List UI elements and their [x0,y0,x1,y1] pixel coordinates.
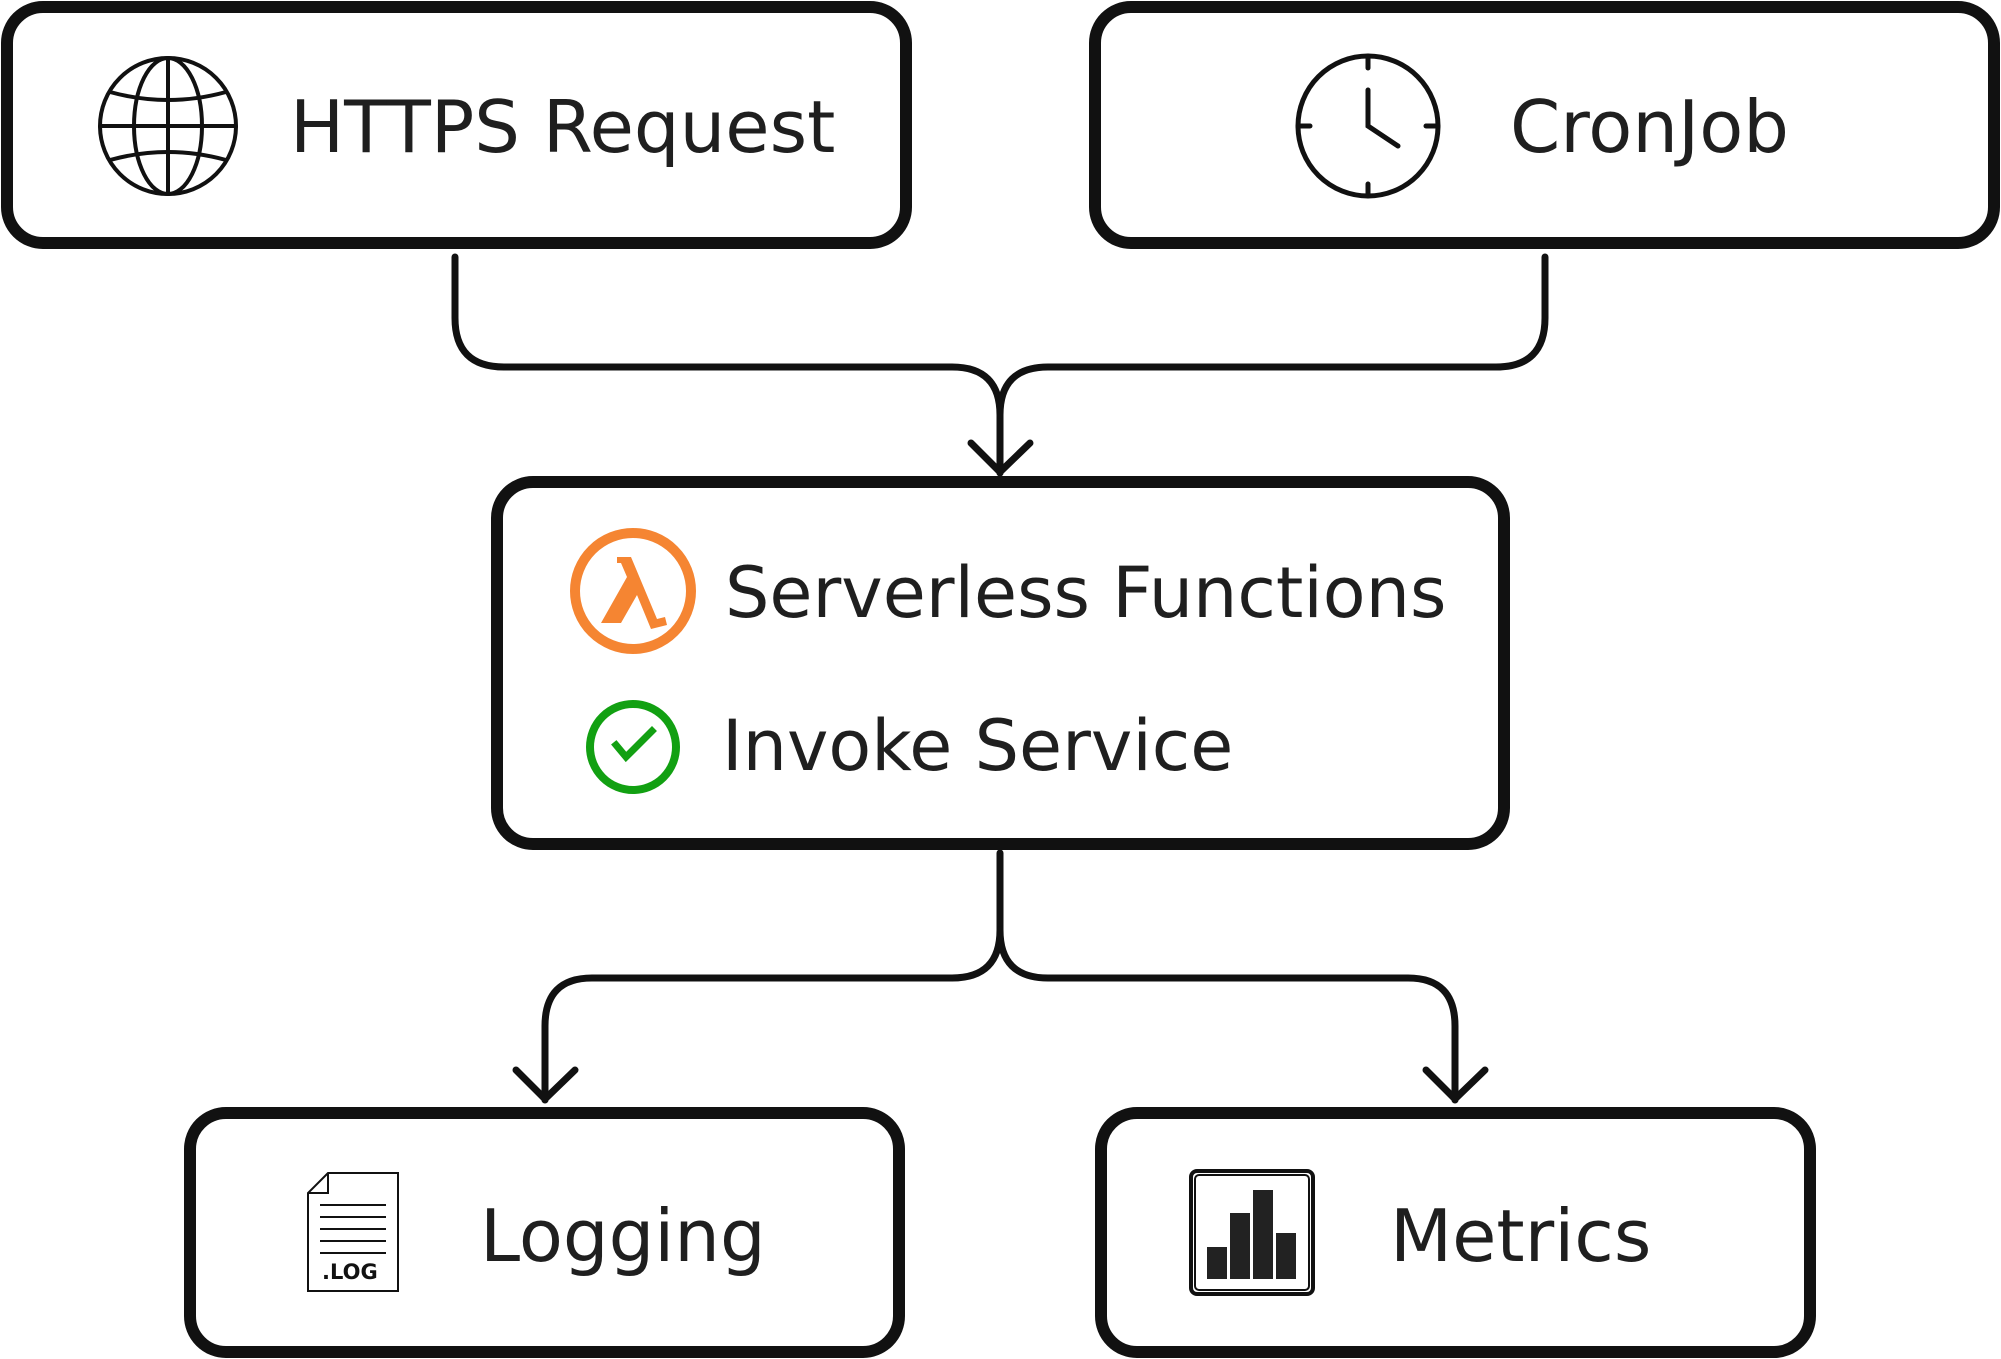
node-cronjob: CronJob [1089,1,2000,249]
metrics-label: Metrics [1390,1194,1651,1278]
arrowhead-metrics [1422,1066,1489,1103]
cronjob-label: CronJob [1510,85,1789,169]
node-logging: .LOG Logging [184,1107,905,1358]
clock-icon [1295,53,1441,199]
log-file-icon: .LOG [307,1172,399,1292]
edges [451,253,1549,1104]
edge-cronjob-to-serverless [996,253,1549,419]
edge-https-to-serverless [451,253,1004,477]
arrowhead-logging [512,1066,579,1103]
bar-chart-icon [1189,1169,1315,1296]
edge-serverless-to-metrics [996,926,1459,1104]
logging-label: Logging [480,1194,766,1278]
arrowhead-serverless [967,439,1034,476]
https-request-label: HTTPS Request [290,85,835,169]
cronjob-box [1089,1,2000,249]
serverless-box [491,476,1510,850]
serverless-functions-label: Serverless Functions [725,552,1446,634]
log-file-icon-text: .LOG [322,1260,378,1284]
globe-icon [98,56,238,196]
check-circle-icon [586,700,680,794]
node-metrics: Metrics [1095,1107,1816,1358]
invoke-service-label: Invoke Service [722,705,1233,787]
lambda-icon [570,528,696,654]
https-request-box [1,1,912,249]
edge-serverless-to-logging [541,849,1004,1104]
node-serverless: Serverless Functions Invoke Service [491,476,1510,850]
node-https-request: HTTPS Request [1,1,912,249]
